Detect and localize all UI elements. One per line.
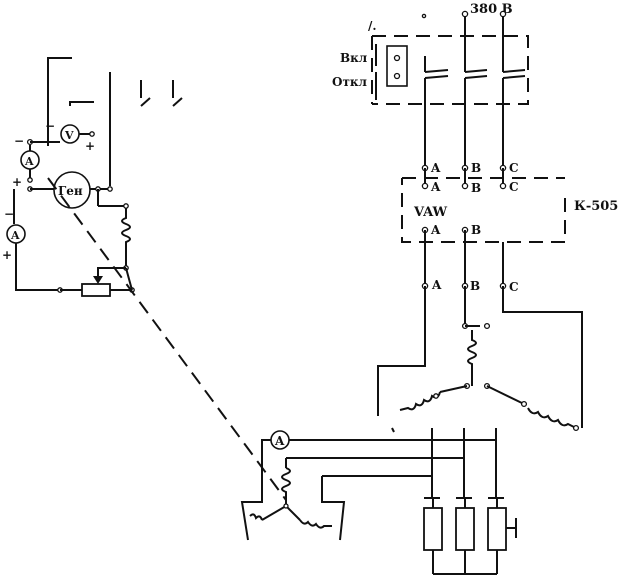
phase-top-a: A — [430, 161, 441, 175]
field-rheostat — [81, 283, 111, 297]
ammeter-left-label: A — [10, 229, 20, 242]
load-resistor-b — [455, 507, 475, 551]
output-section: A B C — [377, 278, 583, 433]
phase-top-b: B — [471, 161, 481, 175]
voltmeter-minus: − — [45, 119, 55, 133]
mechanical-link — [47, 177, 287, 501]
load-resistor-c — [487, 507, 507, 551]
switch-mark: /. — [368, 19, 377, 33]
device-model-label: К-505 — [574, 199, 618, 214]
voltmeter-plus: + — [85, 139, 95, 153]
switch-off-label: Откл — [332, 75, 368, 89]
ammeter-left-minus: − — [4, 207, 14, 221]
switch-on-label: Вкл — [340, 51, 368, 65]
voltmeter-label: V — [64, 129, 74, 142]
phase-out-b: B — [470, 279, 480, 293]
phase-upper-b: B — [471, 181, 481, 195]
supply-section: 380 В /. Вкл Откл — [332, 2, 529, 168]
phase-lower-b: B — [471, 223, 481, 237]
supply-voltage-label: 380 В — [470, 2, 513, 17]
phase-lower-a: A — [430, 223, 441, 237]
phase-out-a: A — [431, 278, 442, 292]
load-resistor-a — [423, 507, 443, 551]
device-unit-label: VAW — [413, 205, 448, 220]
generator-label: Ген — [58, 184, 83, 198]
supply-node-a — [421, 13, 427, 19]
load-section: A — [240, 428, 517, 575]
ammeter-top-plus: + — [12, 175, 22, 189]
ammeter-top-label: A — [24, 155, 34, 168]
k505-device: К-505 VAW A B C A B C A B — [401, 161, 618, 286]
supply-node-c — [499, 10, 507, 18]
switch-button-box — [386, 45, 408, 87]
generator-section: V − + − A + Ген − A + — [2, 57, 183, 297]
left-minus-top: − — [14, 134, 24, 148]
phase-upper-c: C — [509, 180, 519, 194]
ammeter-bottom-label: A — [274, 434, 285, 448]
phase-upper-a: A — [430, 180, 441, 194]
supply-node-b — [461, 10, 469, 18]
rheostat-arrow — [93, 276, 103, 284]
phase-top-c: C — [509, 161, 519, 175]
ammeter-left-plus: + — [2, 248, 12, 262]
phase-out-c: C — [509, 280, 519, 294]
